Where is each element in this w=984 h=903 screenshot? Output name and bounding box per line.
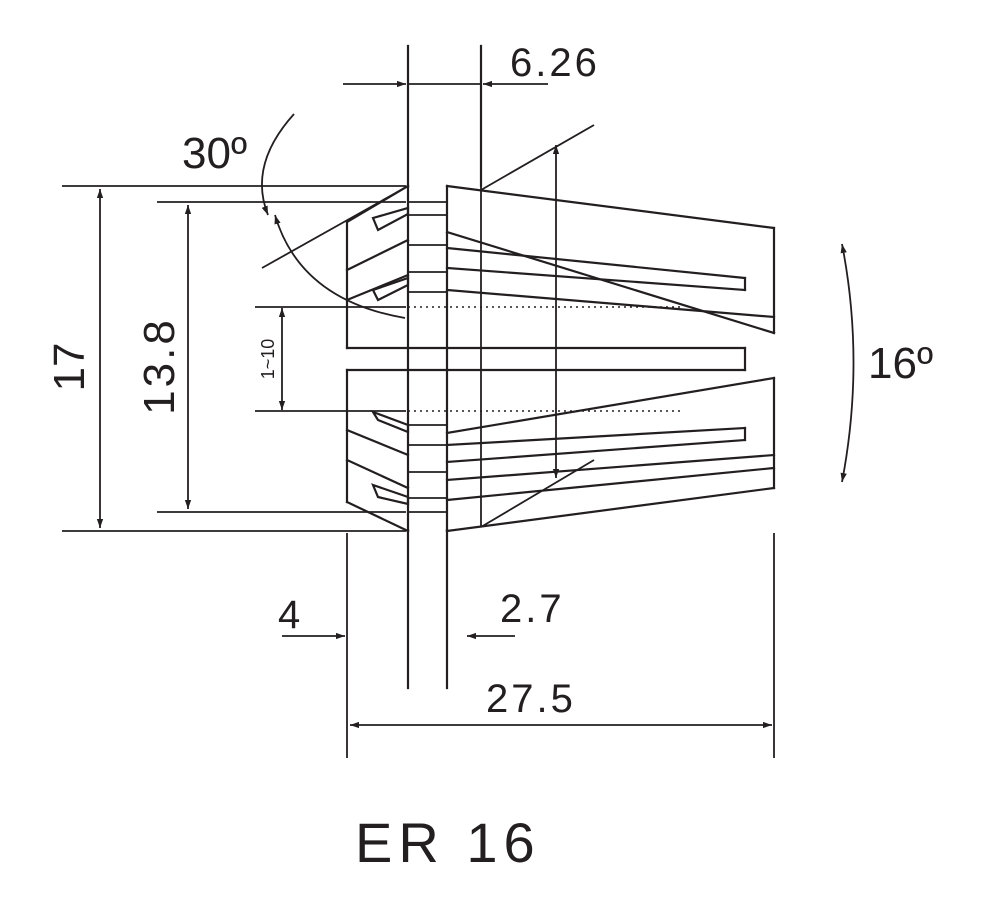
inner-diameter-label: 13.8: [135, 317, 184, 415]
dimension-arrows: [96, 80, 772, 729]
center-reference-lines: [406, 44, 483, 690]
taper-angle-label: 16º: [868, 339, 933, 388]
collet-back-section: [345, 184, 747, 533]
chamfer-angle-arc: [261, 113, 295, 216]
collet-neck: [408, 184, 449, 533]
chamfer-angle-arc-lower: [274, 214, 406, 319]
left-offset-label: 4: [278, 593, 300, 637]
collet-taper-section: [408, 184, 776, 533]
chamfer-angle-label: 30º: [182, 129, 247, 178]
outer-diameter-label: 17: [45, 343, 94, 392]
slot-width-label: 2.7: [500, 587, 565, 631]
clamping-range-label: 1~10: [258, 339, 278, 380]
angle-construction-lines: [261, 124, 595, 528]
top-width-label: 6.26: [510, 41, 600, 85]
total-length-label: 27.5: [486, 677, 576, 721]
extension-lines: [62, 185, 775, 758]
taper-angle-arc: [840, 243, 855, 483]
diagram-title: ER 16: [355, 811, 541, 874]
